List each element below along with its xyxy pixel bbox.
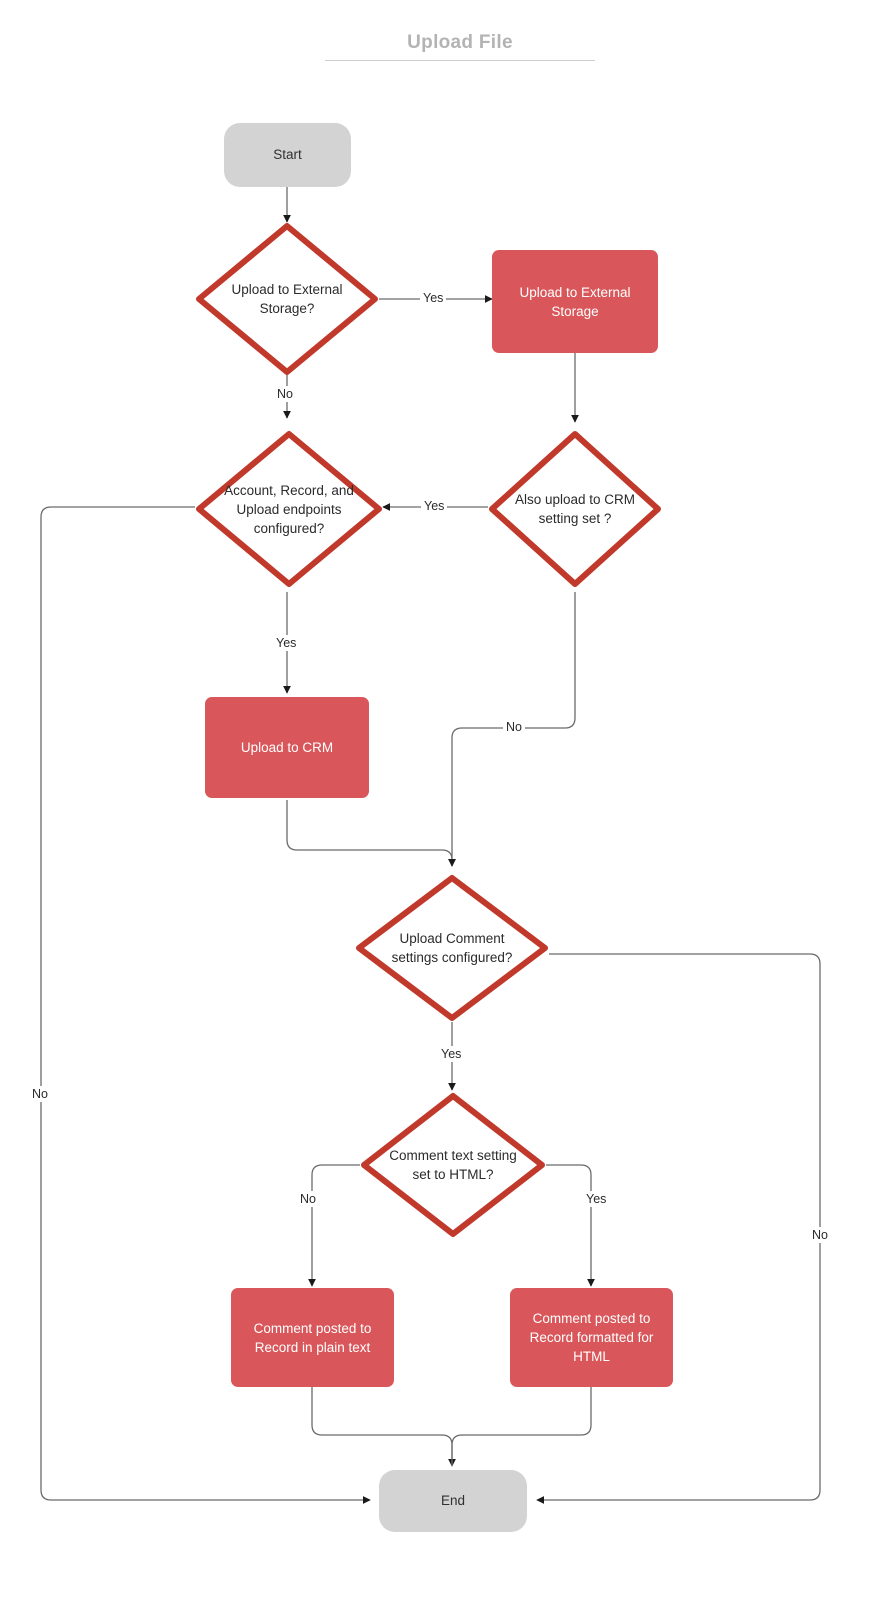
- node-end-label: End: [440, 1493, 466, 1508]
- node-decision-endpoints-configured[interactable]: Account, Record, and Upload endpoints co…: [195, 430, 383, 588]
- edge-htmlbox-to-end: [451, 1387, 592, 1466]
- diamond-shape: [489, 431, 661, 587]
- node-process-upload-crm-label: Upload to CRM: [240, 740, 334, 755]
- edge-label-endpoints-no: No: [29, 1086, 51, 1102]
- edge-commentcfg-no: [536, 953, 821, 1504]
- diamond-shape: [356, 875, 548, 1021]
- node-end[interactable]: End: [379, 1470, 527, 1532]
- node-process-comment-plain[interactable]: Comment posted to Record in plain text: [231, 1288, 394, 1387]
- node-process-comment-html-label: Comment posted to Record formatted for H…: [529, 1311, 654, 1364]
- node-decision-comment-settings-label: Upload Comment settings configured?: [391, 931, 513, 965]
- node-decision-upload-external[interactable]: Upload to External Storage?: [195, 222, 379, 376]
- title-underline: [325, 60, 595, 61]
- node-decision-comment-html[interactable]: Comment text setting set to HTML?: [360, 1092, 546, 1238]
- node-process-comment-html[interactable]: Comment posted to Record formatted for H…: [510, 1288, 673, 1387]
- diamond-shape: [196, 431, 382, 587]
- edge-label-commentcfg-no: No: [809, 1227, 831, 1243]
- edge-label-external-no: No: [274, 386, 296, 402]
- edge-crm-to-commentcfg: [286, 800, 456, 867]
- node-process-upload-crm[interactable]: Upload to CRM: [205, 697, 369, 798]
- node-decision-also-upload-crm[interactable]: Also upload to CRM setting set ?: [488, 430, 662, 588]
- node-process-comment-plain-label: Comment posted to Record in plain text: [253, 1320, 372, 1355]
- node-process-upload-external-label: Upload to External Storage: [519, 284, 631, 319]
- edge-label-commentcfg-yes: Yes: [438, 1046, 465, 1062]
- node-process-upload-external[interactable]: Upload to External Storage: [492, 250, 658, 353]
- node-start-label: Start: [273, 147, 302, 162]
- edge-label-html-yes: Yes: [583, 1191, 610, 1207]
- diamond-shape: [361, 1093, 545, 1237]
- edge-html-yes: [546, 1164, 595, 1287]
- edge-label-endpoints-yes: Yes: [273, 635, 300, 651]
- edge-label-html-no: No: [297, 1191, 319, 1207]
- diagram-title: Upload File: [325, 30, 595, 61]
- node-start[interactable]: Start: [224, 123, 351, 187]
- node-decision-also-upload-crm-label: Also upload to CRM setting set ?: [514, 492, 636, 526]
- edge-label-alsocrm-yes: Yes: [421, 498, 448, 514]
- edge-html-no: [308, 1164, 360, 1287]
- node-decision-upload-external-label: Upload to External Storage?: [231, 282, 343, 316]
- node-decision-comment-html-label: Comment text setting set to HTML?: [389, 1148, 517, 1182]
- edge-label-alsocrm-no: No: [503, 719, 525, 735]
- edge-plain-to-end: [311, 1387, 456, 1467]
- edge-label-external-yes: Yes: [420, 290, 447, 306]
- diamond-shape: [196, 223, 378, 375]
- diagram-title-text: Upload File: [407, 32, 513, 53]
- node-decision-comment-settings[interactable]: Upload Comment settings configured?: [355, 874, 549, 1022]
- node-decision-endpoints-configured-label: Account, Record, and Upload endpoints co…: [224, 482, 354, 536]
